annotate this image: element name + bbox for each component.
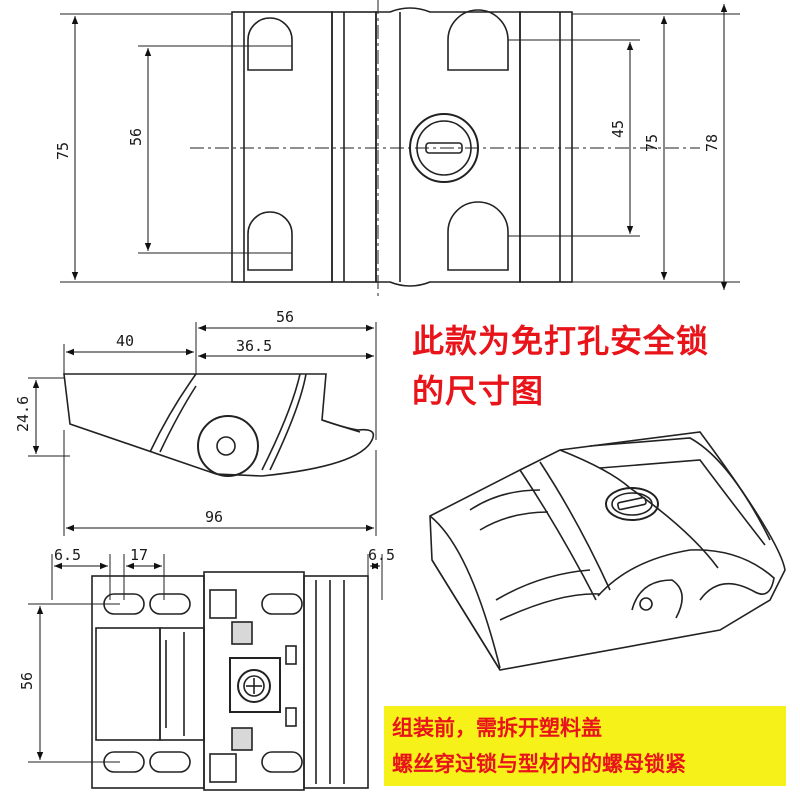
headline: 此款为免打孔安全锁 的尺寸图 xyxy=(412,316,792,416)
dim-top-left-75: 75 xyxy=(54,142,72,160)
bottom-dimension-lines xyxy=(36,562,380,760)
headline-line-2: 的尺寸图 xyxy=(412,372,545,410)
dim-side-56: 56 xyxy=(276,308,294,326)
dim-bottom-right-6-5: 6.5 xyxy=(368,546,395,564)
dim-side-24-6: 24.6 xyxy=(14,396,32,432)
dim-side-96: 96 xyxy=(205,508,223,526)
dim-top-right-45: 45 xyxy=(609,120,627,138)
bottom-view xyxy=(28,554,383,791)
headline-line-1: 此款为免打孔安全锁 xyxy=(412,322,710,360)
dim-bottom-17: 17 xyxy=(130,546,148,564)
dim-side-40: 40 xyxy=(116,332,134,350)
dim-bottom-left-6-5: 6.5 xyxy=(54,546,81,564)
side-view xyxy=(28,322,377,536)
dim-top-right-78: 78 xyxy=(703,134,721,152)
dim-top-hole-56: 56 xyxy=(127,128,145,146)
note-line-1: 组装前，需拆开塑料盖 xyxy=(392,716,602,740)
dim-bottom-56: 56 xyxy=(18,672,36,690)
top-dimension-lines xyxy=(71,4,728,290)
isometric-view xyxy=(429,431,786,671)
top-view xyxy=(60,0,740,298)
assembly-note: 组装前，需拆开塑料盖 螺丝穿过锁与型材内的螺母锁紧 xyxy=(384,706,786,786)
side-dimension-lines xyxy=(32,324,374,532)
note-line-2: 螺丝穿过锁与型材内的螺母锁紧 xyxy=(392,752,686,776)
dim-top-right-75: 75 xyxy=(643,134,661,152)
dim-side-36-5: 36.5 xyxy=(236,337,272,355)
